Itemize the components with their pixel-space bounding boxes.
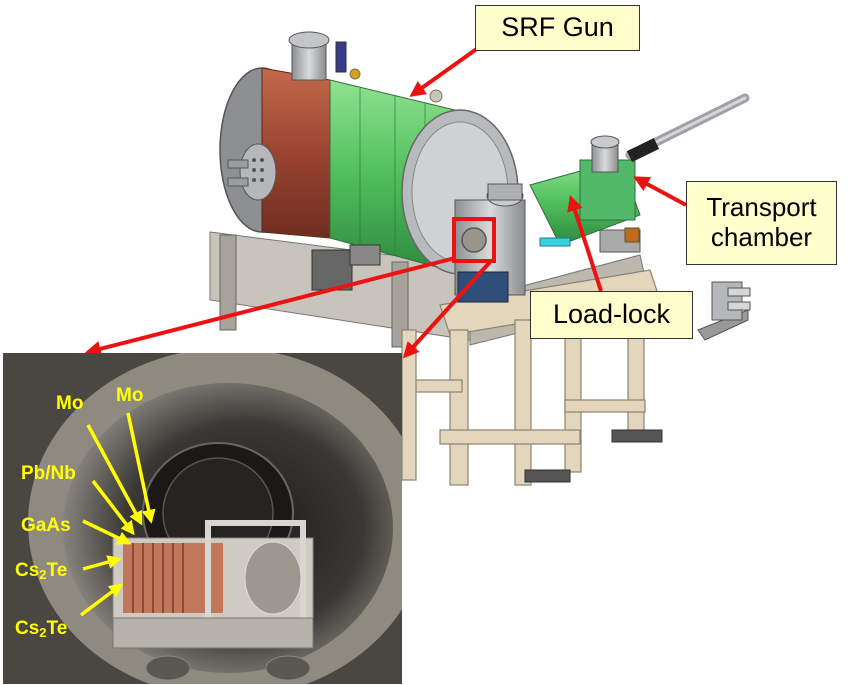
support-frame	[209, 231, 663, 486]
load-lock-label: Load-lock	[552, 299, 671, 330]
photo-illustration	[3, 353, 402, 684]
arrow-to-photo-left	[84, 256, 456, 357]
label-cs2te-2: Cs2Te	[15, 618, 68, 640]
transport-chamber-callout: Transport chamber	[686, 181, 837, 265]
arrow-load-lock	[567, 194, 603, 292]
load-lock-callout: Load-lock	[530, 291, 693, 339]
srf-gun-label: SRF Gun	[501, 12, 614, 43]
label-pbnb: Pb/Nb	[21, 463, 76, 484]
transport-label-line1: Transport	[706, 192, 817, 223]
label-mo-right: Mo	[116, 385, 144, 406]
srf-cryostat	[219, 31, 519, 291]
callout-arrows	[84, 46, 687, 359]
label-mo-left: Mo	[56, 393, 84, 414]
label-gaas: GaAs	[21, 515, 71, 536]
cathode-cartridge	[112, 520, 314, 681]
cathode-holder-photo: Mo Mo Pb/Nb GaAs Cs2Te Cs2Te	[3, 353, 402, 684]
cathode-port-highlight	[452, 217, 496, 263]
label-cs2te-1: Cs2Te	[15, 560, 68, 582]
srf-gun-callout: SRF Gun	[475, 5, 640, 51]
side-bracket	[697, 281, 751, 341]
arrow-transport	[633, 176, 687, 207]
arrow-to-photo-right	[402, 260, 492, 359]
arrow-srf-gun	[409, 46, 480, 97]
photo-label-arrows	[79, 412, 156, 617]
transport-label-line2: chamber	[710, 222, 813, 252]
cathode-port	[461, 227, 487, 253]
